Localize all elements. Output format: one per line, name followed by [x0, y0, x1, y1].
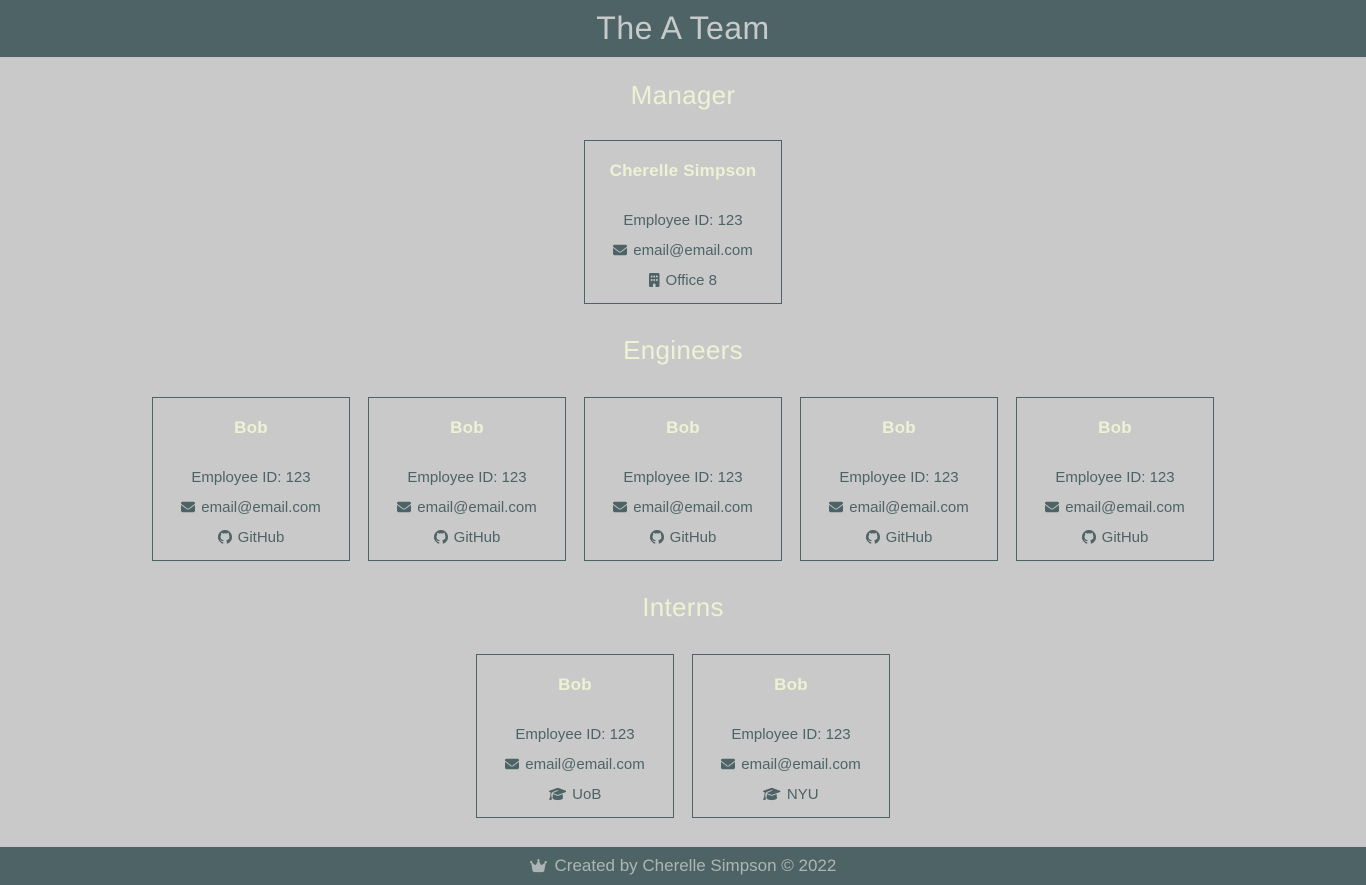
employee-email-text: email@email.com: [849, 499, 969, 516]
employee-email-link[interactable]: email@email.com: [801, 498, 997, 518]
employee-extra-text: UoB: [572, 786, 602, 803]
envelope-icon: [829, 498, 844, 518]
employee-email-link[interactable]: email@email.com: [477, 755, 673, 775]
site-header: The A Team: [0, 0, 1366, 57]
github-icon: [217, 528, 232, 548]
employee-id: Employee ID: 123: [407, 469, 527, 486]
github-link[interactable]: GitHub: [801, 528, 997, 548]
envelope-icon: [1045, 498, 1060, 518]
employee-id: Employee ID: 123: [515, 726, 635, 743]
github-link[interactable]: GitHub: [369, 528, 565, 548]
employee-email-link[interactable]: email@email.com: [369, 498, 565, 518]
employee-extra-text: NYU: [786, 786, 819, 803]
section-heading-interns: Interns: [642, 592, 724, 622]
employee-id: Employee ID: 123: [623, 469, 743, 486]
employee-email-text: email@email.com: [1065, 499, 1185, 516]
employee-name: Bob: [558, 675, 592, 694]
graduation-cap-icon: [548, 785, 567, 805]
employee-name: Cherelle Simpson: [609, 161, 757, 180]
employee-extra-text: GitHub: [669, 529, 717, 546]
employee-extra-text: Office 8: [665, 272, 717, 289]
office-location: Office 8: [585, 271, 781, 291]
envelope-icon: [721, 755, 736, 775]
employee-email-text: email@email.com: [633, 242, 753, 259]
employee-extra-text: GitHub: [453, 529, 501, 546]
employee-email-link[interactable]: email@email.com: [585, 241, 781, 261]
crown-icon: [529, 856, 547, 876]
building-icon: [649, 271, 660, 291]
github-link[interactable]: GitHub: [1017, 528, 1213, 548]
employee-name: Bob: [666, 418, 700, 437]
employee-email-link[interactable]: email@email.com: [693, 755, 889, 775]
employee-name: Bob: [234, 418, 268, 437]
employee-extra-text: GitHub: [1101, 529, 1149, 546]
github-icon: [1081, 528, 1096, 548]
employee-email-text: email@email.com: [201, 499, 321, 516]
university-label: UoB: [477, 785, 673, 805]
github-link[interactable]: GitHub: [585, 528, 781, 548]
employee-id: Employee ID: 123: [191, 469, 311, 486]
envelope-icon: [397, 498, 412, 518]
employee-name: Bob: [1098, 418, 1132, 437]
site-footer: Created by Cherelle Simpson © 2022: [0, 847, 1366, 885]
envelope-icon: [181, 498, 196, 518]
employee-name: Bob: [774, 675, 808, 694]
employee-email-link[interactable]: email@email.com: [585, 498, 781, 518]
section-heading-engineers: Engineers: [623, 335, 743, 365]
employee-email-link[interactable]: email@email.com: [153, 498, 349, 518]
employee-email-text: email@email.com: [417, 499, 537, 516]
graduation-cap-icon: [763, 785, 781, 805]
employee-name: Bob: [450, 418, 484, 437]
employee-email-link[interactable]: email@email.com: [1017, 498, 1213, 518]
envelope-icon: [613, 241, 628, 261]
employee-id: Employee ID: 123: [623, 212, 743, 229]
github-icon: [433, 528, 448, 548]
employee-id: Employee ID: 123: [839, 469, 959, 486]
employee-id: Employee ID: 123: [731, 726, 851, 743]
employee-id: Employee ID: 123: [1055, 469, 1175, 486]
employee-email-text: email@email.com: [525, 756, 645, 773]
employee-email-text: email@email.com: [633, 499, 753, 516]
github-link[interactable]: GitHub: [153, 528, 349, 548]
footer-text: Created by Cherelle Simpson © 2022: [554, 856, 837, 875]
page-title: The A Team: [596, 10, 770, 46]
envelope-icon: [505, 755, 520, 775]
employee-name: Bob: [882, 418, 916, 437]
employee-email-text: email@email.com: [741, 756, 861, 773]
section-heading-manager: Manager: [630, 80, 736, 110]
github-icon: [865, 528, 880, 548]
employee-extra-text: GitHub: [237, 529, 285, 546]
github-icon: [649, 528, 664, 548]
employee-extra-text: GitHub: [885, 529, 933, 546]
envelope-icon: [613, 498, 628, 518]
university-label: NYU: [693, 785, 889, 805]
